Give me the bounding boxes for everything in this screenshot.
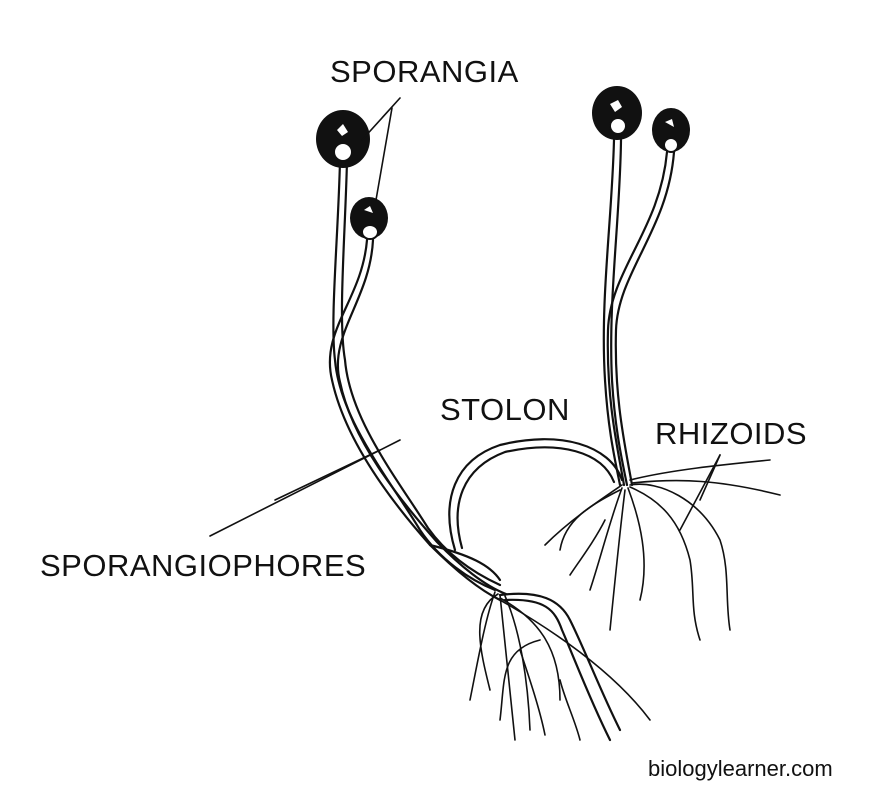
label-stolon: STOLON	[440, 392, 570, 427]
watermark: biologylearner.com	[648, 756, 833, 781]
right-rhizoids	[544, 459, 781, 641]
left-rhizoids	[469, 591, 651, 742]
label-sporangiophores: SPORANGIOPHORES	[40, 548, 366, 583]
sporangia	[316, 86, 690, 240]
left-sporangiophores	[328, 159, 508, 602]
stolon	[448, 438, 624, 552]
label-rhizoids: RHIZOIDS	[655, 416, 807, 451]
label-sporangia: SPORANGIA	[330, 54, 519, 89]
leader-lines	[209, 97, 721, 537]
right-sporangiophores	[602, 138, 676, 487]
